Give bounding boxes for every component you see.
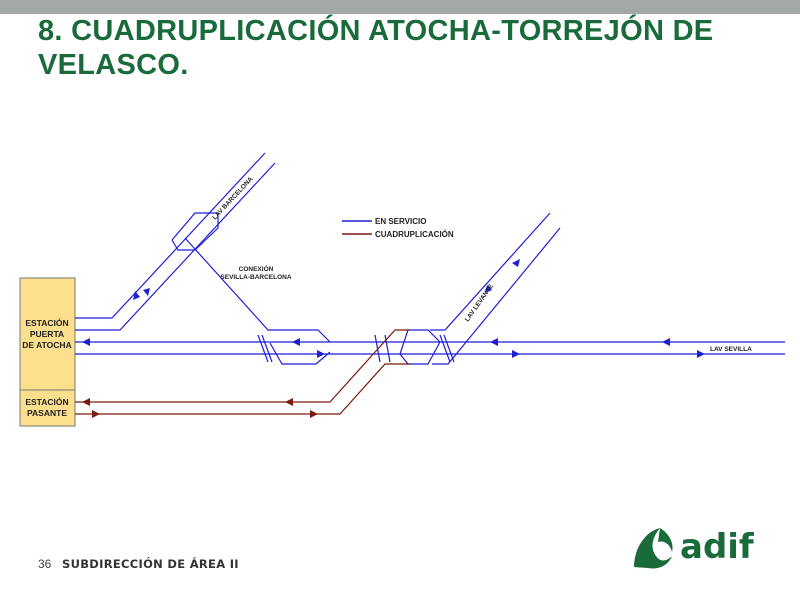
track-conexion (184, 237, 331, 343)
quad-arrows (82, 398, 318, 418)
station-atocha-line-2: PUERTA (30, 329, 64, 339)
legend: EN SERVICIO CUADRUPLICACIÓN (342, 217, 454, 239)
arrow-left (490, 338, 498, 346)
arrow-right (697, 350, 705, 358)
arrow-left (82, 338, 90, 346)
adif-logo: adif (634, 527, 755, 569)
track-lav-barcelona-inner (75, 162, 276, 331)
barcelona-crossover (171, 212, 219, 251)
adif-logo-mark (634, 528, 672, 569)
arrow-left (292, 338, 300, 346)
arrow-up (512, 259, 520, 267)
top-bar (0, 0, 800, 14)
station-pasante: ESTACIÓN PASANTE (19, 389, 76, 427)
legend-cuadruplicacion: CUADRUPLICACIÓN (375, 230, 454, 239)
diamond-crossover (399, 329, 441, 365)
footer-label: SUBDIRECCIÓN DE ÁREA II (62, 557, 239, 571)
arrow-down (143, 288, 150, 296)
arrow-right (317, 350, 325, 358)
adif-logo-text: adif (680, 527, 755, 567)
arrow-left (662, 338, 670, 346)
station-puerta-de-atocha: ESTACIÓN PUERTA DE ATOCHA (19, 277, 76, 391)
station-atocha-line-1: ESTACIÓN (25, 317, 68, 328)
label-conexion-1: CONEXIÓN (239, 264, 274, 273)
track-lav-levante-outer (430, 212, 551, 331)
label-conexion-2: SEVILLA-BARCELONA (220, 274, 291, 281)
tracks-in-service (75, 152, 785, 365)
arrow-right (92, 410, 100, 418)
legend-en-servicio: EN SERVICIO (375, 217, 426, 226)
label-lav-levante: LAV LEVANTE (464, 282, 495, 323)
track-quad-1 (75, 329, 410, 403)
arrow-up (133, 291, 140, 300)
slide-title: 8. CUADRUPLICACIÓN ATOCHA-TORREJÓN DE VE… (38, 15, 714, 81)
arrow-right (512, 350, 520, 358)
station-pasante-line-2: PASANTE (27, 408, 67, 418)
label-lav-sevilla: LAV SEVILLA (710, 346, 752, 353)
arrow-down (485, 285, 492, 293)
track-lav-barcelona-outer (75, 152, 266, 319)
arrow-left (285, 398, 293, 406)
direction-arrows (82, 259, 705, 358)
label-lav-barcelona: LAV BARCELONA (211, 176, 254, 222)
station-pasante-line-1: ESTACIÓN (25, 396, 68, 407)
tracks-quadruplication (75, 329, 410, 415)
station-atocha-line-3: DE ATOCHA (22, 340, 71, 350)
track-quad-2 (75, 363, 410, 415)
track-lav-levante-inner (432, 227, 561, 365)
arrow-right (310, 410, 318, 418)
arrow-left (82, 398, 90, 406)
page-number: 36 (38, 557, 52, 571)
